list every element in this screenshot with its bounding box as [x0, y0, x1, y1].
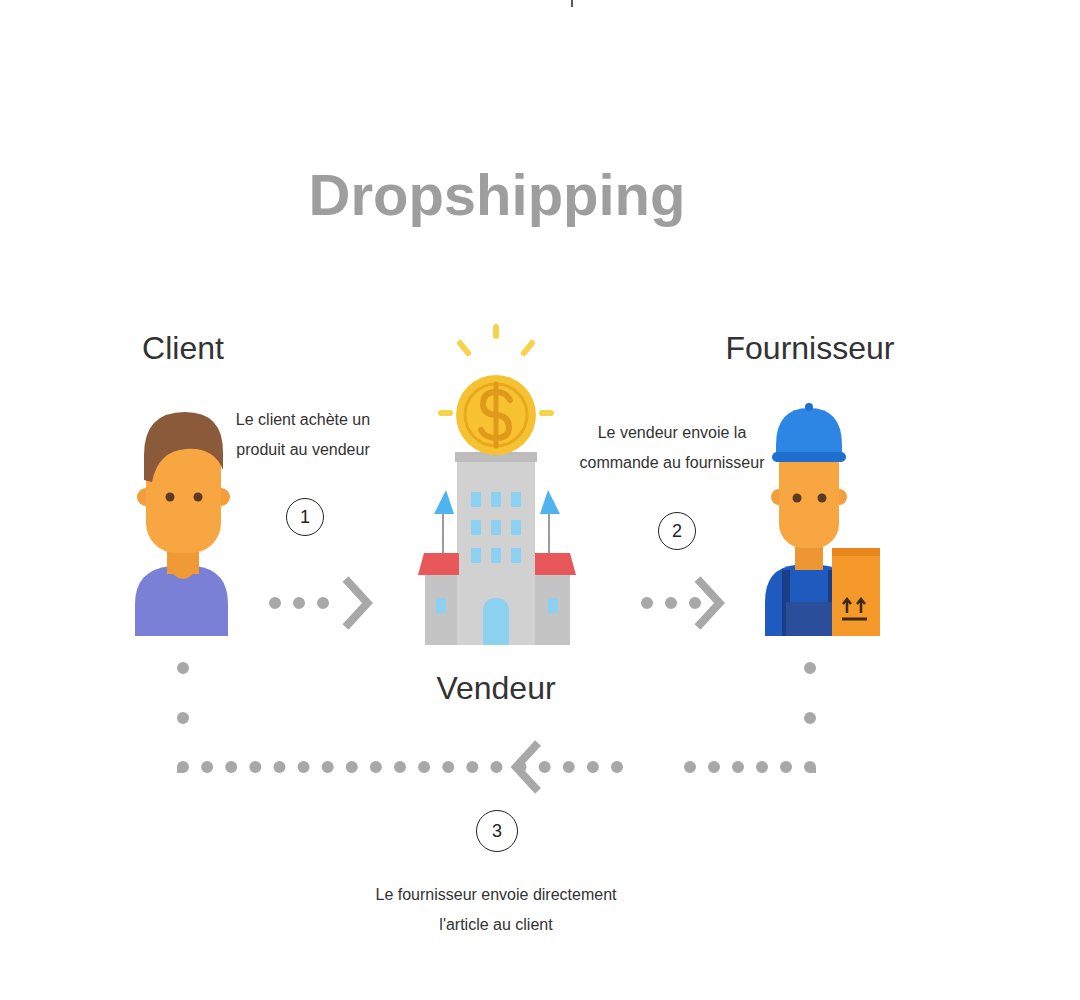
shop-tower	[457, 452, 535, 645]
edge-label: Le fournisseur envoie directement l'arti…	[375, 886, 616, 933]
client-eye	[194, 493, 203, 502]
actor-node: Vendeur	[415, 322, 578, 707]
coin-ray	[460, 343, 468, 353]
arrow-head	[346, 579, 368, 627]
callout-circle: 3	[476, 810, 518, 852]
connector-group	[233, 579, 415, 627]
connector-group	[183, 640, 810, 791]
window	[511, 492, 521, 507]
shop-wing	[535, 572, 570, 645]
shop-awning	[418, 553, 459, 575]
cap-button	[805, 403, 813, 411]
shop-building	[418, 324, 576, 645]
shop-wing	[425, 572, 457, 645]
supplier-overall	[786, 602, 832, 636]
shop-lamp	[540, 490, 560, 514]
window	[491, 520, 501, 535]
edge-label: Le vendeur envoie la commande au fournis…	[580, 424, 765, 471]
window	[471, 548, 481, 563]
window	[511, 520, 521, 535]
coin	[456, 375, 536, 455]
shop-windows	[471, 492, 521, 563]
dotted-connector	[233, 597, 415, 609]
window	[511, 548, 521, 563]
shop-lamp	[434, 490, 454, 514]
edge-label: Le client achète un produit au vendeur	[236, 411, 370, 458]
edge-label-box: Le fournisseur envoie directement l'arti…	[351, 880, 641, 940]
coin-ray	[524, 343, 532, 353]
supplier-eye	[793, 494, 802, 503]
lamp-stem	[548, 514, 550, 553]
supplier-eye	[818, 494, 827, 503]
actor-node: Fournisseur	[722, 330, 899, 640]
window	[491, 492, 501, 507]
dotted-connector	[578, 597, 722, 609]
connector-group	[578, 579, 722, 627]
arrow-head	[698, 579, 720, 627]
shop-door	[483, 598, 509, 645]
coin-ray	[493, 324, 499, 339]
shop-awning	[535, 553, 576, 575]
callout-circle: 1	[286, 498, 324, 536]
client-figure	[135, 412, 230, 636]
window	[548, 598, 558, 613]
coin-rim	[465, 384, 527, 446]
client-shirt	[135, 566, 228, 636]
callout-number: 3	[492, 821, 502, 841]
this-way-up-symbol	[843, 599, 865, 613]
window	[471, 492, 481, 507]
title-box: Dropshipping	[147, 160, 847, 230]
cap-brim	[772, 452, 846, 462]
actor-label: Vendeur	[436, 670, 555, 707]
actor-label: Fournisseur	[726, 330, 895, 367]
parcel-lid	[832, 548, 880, 556]
title: Dropshipping	[309, 160, 686, 230]
callout-circle: 2	[658, 512, 696, 550]
dollar-symbol	[494, 384, 499, 446]
coin-ray	[542, 410, 551, 416]
this-way-up-symbol	[842, 618, 867, 621]
edge-label-box: Le vendeur envoie la commande au fournis…	[574, 418, 770, 478]
client-collar	[167, 566, 199, 579]
dotted-connector	[183, 640, 810, 767]
lamp-stem	[442, 514, 444, 553]
parcel-box	[832, 548, 880, 636]
arrow-head	[516, 743, 538, 791]
coin-ray	[441, 410, 450, 416]
actor-node: Client	[133, 330, 233, 640]
supplier-figure	[765, 403, 880, 636]
window	[471, 520, 481, 535]
client-hair	[144, 412, 223, 482]
edge-label-box: Le client achète un produit au vendeur	[218, 405, 388, 465]
actor-label: Client	[142, 330, 224, 367]
window	[436, 598, 446, 613]
callout-number: 1	[300, 507, 310, 527]
window	[491, 548, 501, 563]
callout-number: 2	[672, 521, 682, 541]
client-eye	[166, 493, 175, 502]
top-tick	[571, 0, 573, 7]
